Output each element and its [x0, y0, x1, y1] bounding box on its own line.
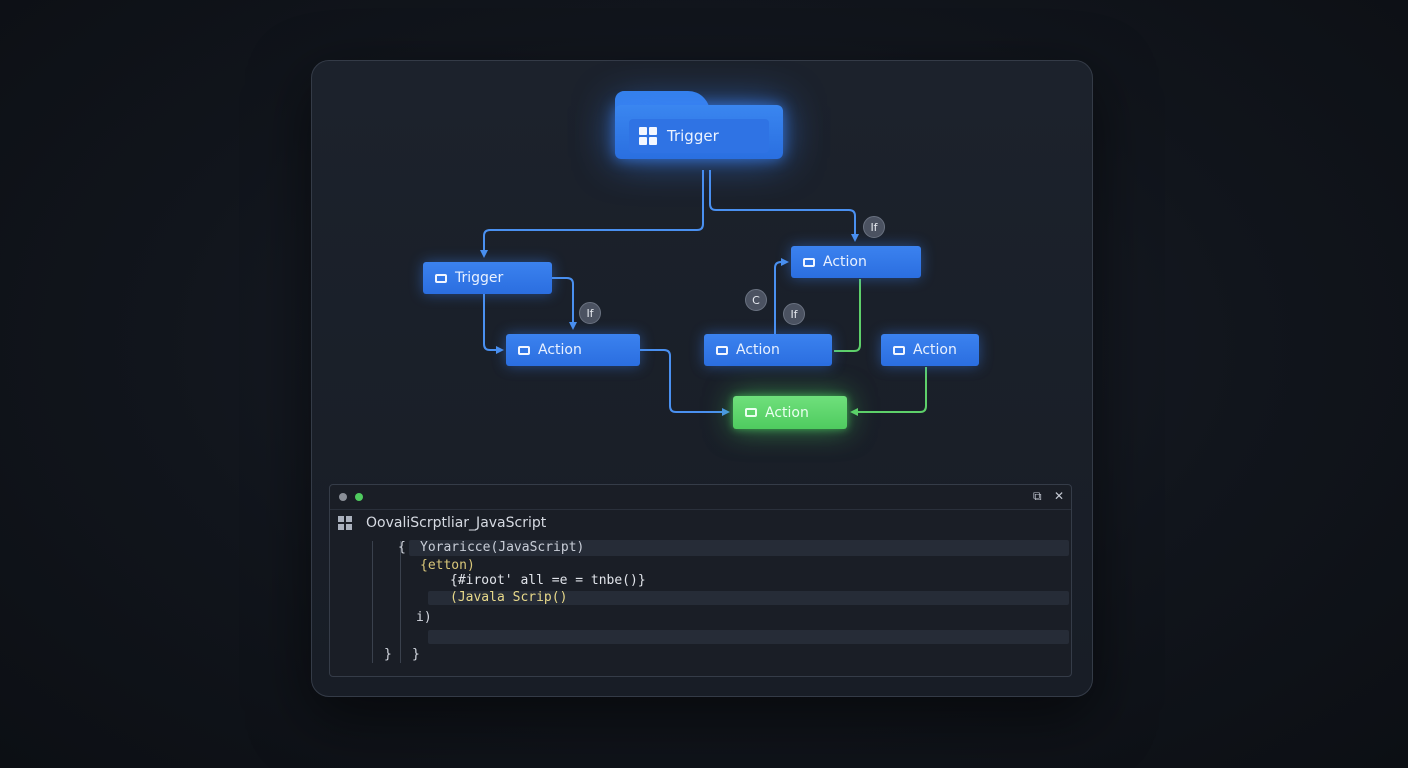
code-line-7: }	[384, 647, 392, 662]
square-icon	[745, 408, 757, 417]
code-line-2: Yoraricce(JavaScript)	[420, 540, 585, 555]
line-highlight	[409, 540, 1069, 556]
action-node-top[interactable]: Action	[791, 246, 921, 278]
condition-badge[interactable]: If	[783, 303, 805, 325]
action-success-label: Action	[765, 404, 809, 421]
link-action1-to-success	[640, 349, 730, 416]
grid-icon	[639, 127, 657, 145]
code-line-5: (Javala Scrip()	[450, 590, 568, 605]
line-highlight	[428, 630, 1069, 644]
condition-badge[interactable]: If	[863, 216, 885, 238]
square-icon	[803, 257, 815, 267]
action-label: Action	[736, 342, 780, 358]
action-label: Action	[823, 254, 867, 270]
action-node-success[interactable]: Action	[733, 396, 847, 429]
code-editor-panel: ⧉ ✕ OovaliScrptliar_JavaScript { Yoraric…	[329, 484, 1072, 677]
code-line-1: {	[398, 540, 406, 555]
square-icon	[893, 345, 905, 355]
node-inner: Trigger	[629, 119, 769, 153]
action-label: Action	[538, 342, 582, 358]
code-line-8: }	[412, 647, 420, 662]
link-action2-loop-actiontop	[774, 258, 789, 334]
link-trigger2-to-action1	[483, 294, 504, 354]
action-node-3[interactable]: Action	[881, 334, 979, 366]
action-node-2[interactable]: Action	[704, 334, 832, 366]
code-line-3: {etton)	[420, 558, 475, 573]
close-icon[interactable]: ✕	[1054, 489, 1065, 503]
window-dot-green[interactable]	[355, 493, 363, 501]
link-trigger-to-right	[709, 170, 859, 242]
code-line-6: i)	[416, 610, 432, 625]
editor-filename[interactable]: OovaliScrptliar_JavaScript	[366, 515, 547, 531]
editor-titlebar: ⧉ ✕	[330, 485, 1071, 510]
loop-badge[interactable]: C	[745, 289, 767, 311]
square-icon	[716, 345, 728, 355]
window-dot-gray[interactable]	[339, 493, 347, 501]
link-green-action4-to-success	[850, 367, 927, 416]
link-trigger-to-left	[480, 170, 704, 258]
condition-badge[interactable]: If	[579, 302, 601, 324]
editor-filebar: OovaliScrptliar_JavaScript	[338, 515, 546, 531]
link-trigger2-if-action1	[551, 277, 577, 330]
code-line-4: {#iroot' all =e = tnbe()}	[450, 573, 646, 588]
trigger-main-label: Trigger	[667, 127, 719, 145]
action-label: Action	[913, 342, 957, 358]
indent-guide	[372, 541, 373, 663]
square-icon	[518, 345, 530, 355]
line-highlight	[428, 591, 1069, 605]
restore-icon[interactable]: ⧉	[1033, 489, 1042, 503]
trigger-node-secondary[interactable]: Trigger	[423, 262, 552, 294]
link-green-actiontop-to-action2	[834, 279, 861, 352]
action-node-1[interactable]: Action	[506, 334, 640, 366]
trigger-secondary-label: Trigger	[455, 270, 504, 286]
node-body: Trigger	[615, 105, 783, 159]
square-icon	[435, 273, 447, 283]
indent-guide	[400, 541, 401, 663]
grid-icon	[338, 516, 352, 530]
